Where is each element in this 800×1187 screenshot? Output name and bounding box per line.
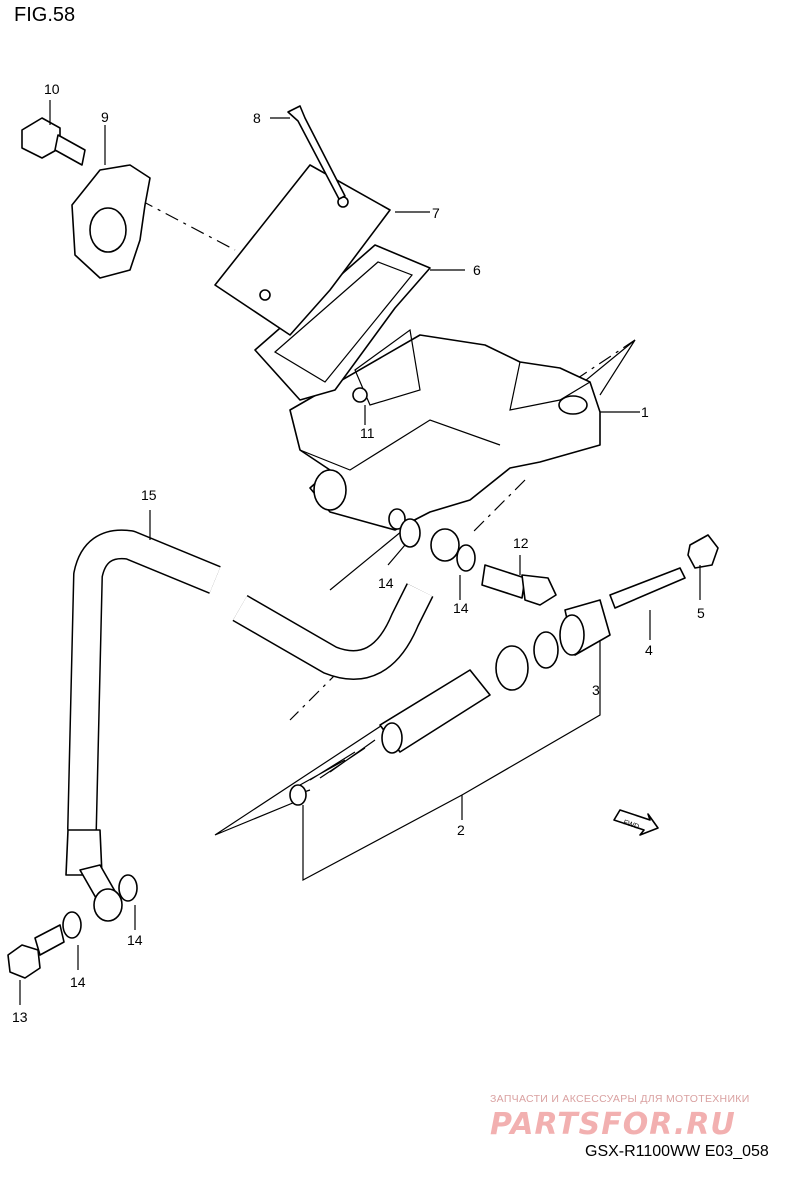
model-code: GSX-R1100WW E03_058 <box>585 1143 769 1160</box>
reservoir-gasket <box>254 244 431 401</box>
fwd-arrow-icon <box>613 809 659 836</box>
callout-1: 1 <box>641 404 649 420</box>
callout-7: 7 <box>432 205 440 221</box>
figure-title: FIG.58 <box>14 4 76 26</box>
banjo-bolt-head <box>521 574 557 606</box>
guide-lines-bottom <box>214 719 391 836</box>
washer <box>456 544 476 572</box>
callout-5: 5 <box>697 605 705 621</box>
return-spring <box>294 739 376 796</box>
leader-lines <box>19 100 701 1005</box>
reservoir-screw <box>287 105 346 200</box>
ref-line-mid <box>469 479 526 536</box>
piston-seal <box>495 645 529 691</box>
callout-15: 15 <box>141 487 157 503</box>
callout-6: 6 <box>473 262 481 278</box>
watermark-caption: ЗАПЧАСТИ И АКСЕССУАРЫ ДЛЯ МОТОТЕХНИКИ <box>490 1093 750 1105</box>
clamp-bolt-head <box>21 117 61 159</box>
outlet-port <box>313 469 347 511</box>
callout-3: 3 <box>592 682 600 698</box>
bleeder-bolt <box>352 387 368 403</box>
bore-opening <box>388 508 406 530</box>
ref-line-left <box>289 649 361 721</box>
group-bracket <box>302 640 601 882</box>
clutch-hose-upper <box>68 530 221 831</box>
circlip <box>533 631 559 669</box>
washer <box>399 518 421 548</box>
callout-10: 10 <box>44 81 60 97</box>
callout-8: 8 <box>253 110 261 126</box>
callout-14c: 14 <box>70 974 86 990</box>
washer <box>118 874 138 902</box>
callout-13: 13 <box>12 1009 28 1025</box>
callout-12: 12 <box>513 535 529 551</box>
master-cylinder-body <box>289 334 601 531</box>
ref-line-clamp <box>139 199 236 251</box>
clamp-bolt-thread <box>54 134 86 166</box>
callout-14a: 14 <box>378 575 394 591</box>
banjo-fitting-top <box>430 528 460 562</box>
banjo-bolt-thread <box>481 564 526 599</box>
banjo-bolt-bottom-thread <box>34 924 65 956</box>
callout-14d: 14 <box>127 932 143 948</box>
push-rod <box>609 567 686 609</box>
clutch-hose-lower <box>233 583 433 679</box>
callout-4: 4 <box>645 642 653 658</box>
washer <box>62 911 82 939</box>
fwd-label: FWD <box>622 819 639 831</box>
callout-9: 9 <box>101 109 109 125</box>
lock-nut <box>687 534 719 569</box>
watermark-logo: PARTSFOR.RU <box>490 1107 736 1142</box>
callout-2: 2 <box>457 822 465 838</box>
reservoir-cap <box>214 164 391 336</box>
callout-14b: 14 <box>453 600 469 616</box>
banjo-fitting-bottom <box>93 888 123 922</box>
callout-11: 11 <box>360 425 375 441</box>
banjo-bolt-bottom-head <box>7 944 41 979</box>
pivot-hole <box>558 395 588 415</box>
